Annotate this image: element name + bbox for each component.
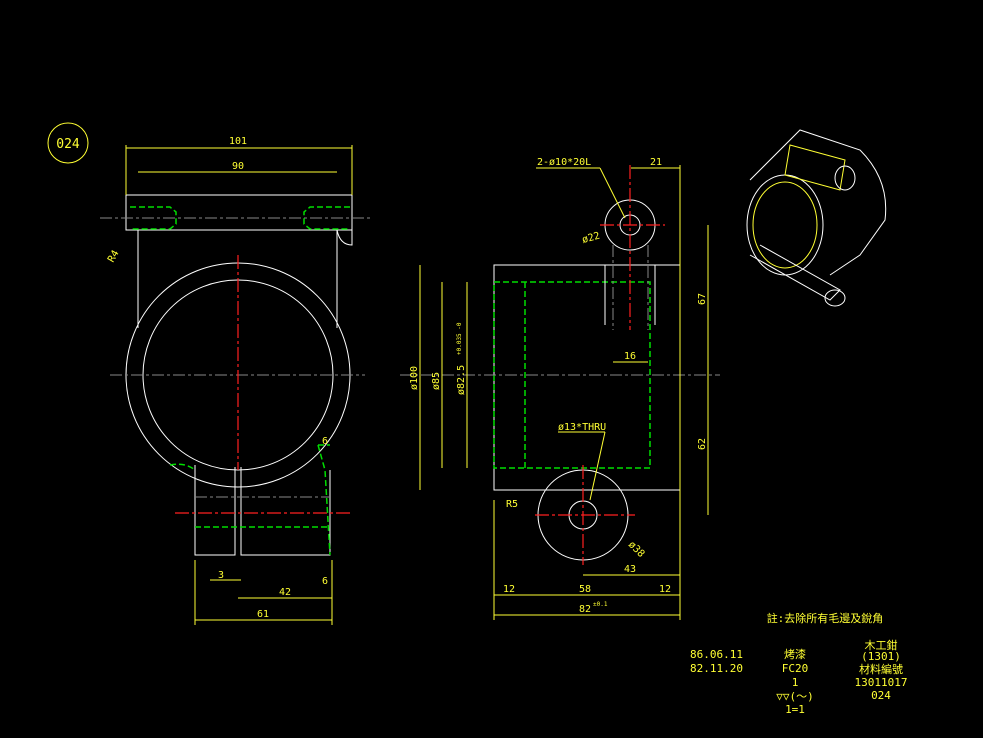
dim-text: 67 xyxy=(697,293,708,305)
dim-text: R5 xyxy=(506,499,518,510)
dim-text: 12 xyxy=(659,584,671,595)
title-block: 註:去除所有毛邊及銳角 86.06.11 82.11.20 烤漆 FC20 1 … xyxy=(690,611,907,716)
code-text: (1301) xyxy=(861,650,901,663)
dim-text: 43 xyxy=(624,564,636,575)
isometric-view xyxy=(746,129,887,307)
dim-text: 12 xyxy=(503,584,515,595)
dim-text: 101 xyxy=(229,136,247,147)
dim-text: 82 xyxy=(579,604,591,615)
name-text: 木工鉗 xyxy=(865,638,898,652)
dim-text: 42 xyxy=(279,587,291,598)
dim-text: 6 xyxy=(322,436,328,447)
remark-text: 註:去除所有毛邊及銳角 xyxy=(767,611,884,625)
dim-text: 2-ø10*20L xyxy=(537,157,591,168)
dim-text: 3 xyxy=(218,570,224,581)
dim-text: 6 xyxy=(322,576,328,587)
material-text: FC20 xyxy=(782,662,809,675)
drawing-no-text: 024 xyxy=(871,689,891,702)
qty-text: 1 xyxy=(792,676,799,689)
tolerance-82-text: ±0.1 xyxy=(593,601,608,608)
date-text: 86.06.11 xyxy=(690,648,743,661)
dim-text: ø82.5 xyxy=(456,365,467,395)
dim-text: R4 xyxy=(106,249,122,265)
dim-text: 58 xyxy=(579,584,591,595)
name2-text: 材料編號 xyxy=(859,662,903,676)
tolerance-825-text: +0.035 -0 xyxy=(456,322,463,355)
left-view: 101 90 R4 6 3 42 61 6 xyxy=(100,136,370,625)
dim-text: ø22 xyxy=(581,231,601,246)
dim-text: 61 xyxy=(257,609,269,620)
dim-text: 21 xyxy=(650,157,662,168)
part-id-text: 024 xyxy=(56,137,80,152)
dim-text: ø13*THRU xyxy=(558,422,606,433)
part-id-label: 024 xyxy=(47,122,89,164)
dim-text: ø38 xyxy=(626,539,647,560)
dim-text: 90 xyxy=(232,161,244,172)
part-no-text: 13011017 xyxy=(855,676,908,689)
front-view: 2-ø10*20L 21 ø22 ø100 ø85 ø82.5 +0.035 -… xyxy=(400,157,720,620)
dim-text: ø85 xyxy=(431,372,442,390)
scale-text: 1=1 xyxy=(785,703,805,716)
date-text: 82.11.20 xyxy=(690,662,743,675)
dim-text: 16 xyxy=(624,351,636,362)
dim-text: 62 xyxy=(697,438,708,450)
surface-text: ▽▽(～) xyxy=(776,690,814,703)
dim-text: ø100 xyxy=(409,366,420,390)
finish-text: 烤漆 xyxy=(784,647,806,661)
